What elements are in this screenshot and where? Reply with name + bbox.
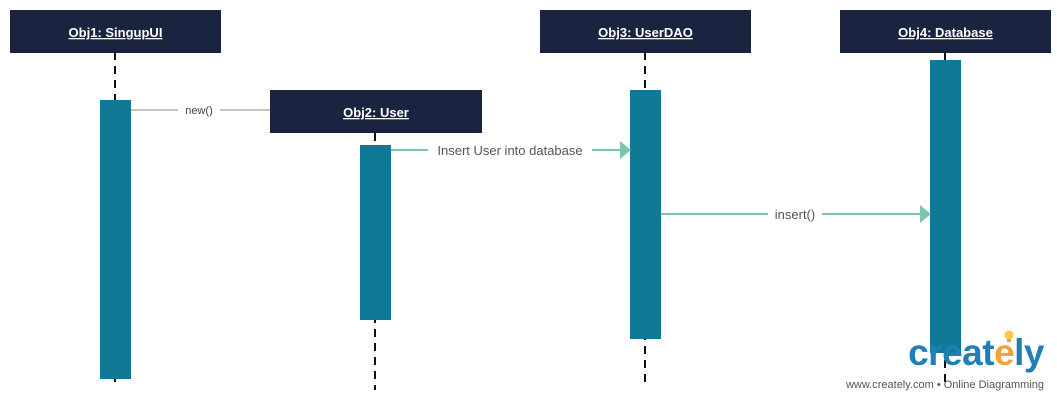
creately-branding: creately www.creately.com • Online Diagr… — [845, 330, 1044, 391]
insert-arrowhead — [920, 205, 931, 223]
insert-user-message-label: Insert User into database — [437, 143, 582, 158]
logo-tail-text: ly — [1014, 332, 1044, 373]
object-header-obj2 — [270, 90, 482, 133]
logo-accent-text: e — [994, 332, 1015, 373]
object-obj2[interactable]: Obj2: User — [270, 90, 482, 133]
object-header-obj3 — [540, 10, 751, 53]
object-label-obj1: Obj1: SingupUI — [69, 25, 163, 40]
activation-bar-obj3 — [630, 90, 661, 339]
insert-user-arrowhead — [620, 141, 631, 159]
insert-message-label: insert() — [775, 207, 815, 222]
object-header-obj1 — [10, 10, 221, 53]
logo-main-text: creat — [908, 332, 995, 373]
creately-logo: creately — [846, 330, 1044, 373]
lightbulb-icon — [1004, 330, 1014, 342]
object-obj3[interactable]: Obj3: UserDAO — [540, 10, 751, 53]
object-obj4[interactable]: Obj4: Database — [840, 10, 1051, 53]
activation-bar-obj2 — [360, 145, 391, 320]
creately-tagline[interactable]: www.creately.com • Online Diagramming — [845, 379, 1044, 391]
create-message-label: new() — [185, 105, 213, 117]
object-label-obj3: Obj3: UserDAO — [598, 25, 693, 40]
object-obj1[interactable]: Obj1: SingupUI — [10, 10, 221, 53]
object-header-obj4 — [840, 10, 1051, 53]
activation-bar-obj1 — [100, 100, 131, 379]
activation-bar-obj4 — [930, 60, 961, 353]
object-label-obj2: Obj2: User — [343, 105, 409, 120]
object-label-obj4: Obj4: Database — [898, 25, 993, 40]
